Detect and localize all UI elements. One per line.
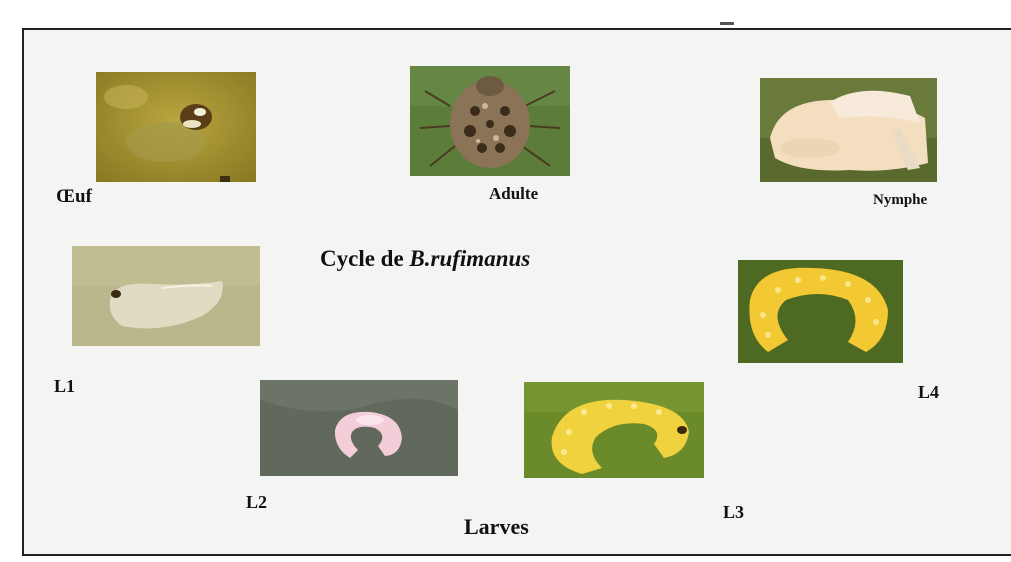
l1-photo [72, 246, 260, 346]
l3-label: L3 [723, 502, 744, 523]
egg-label: Œuf [56, 186, 92, 208]
l1-label: L1 [54, 376, 75, 397]
larvae-label: Larves [464, 514, 529, 540]
l3-photo [524, 382, 704, 478]
l4-photo [738, 260, 903, 363]
l2-label: L2 [246, 492, 267, 513]
pupa-label: Nymphe [873, 192, 927, 209]
title-species: B.rufimanus [409, 246, 530, 271]
title-prefix: Cycle de [320, 246, 409, 271]
l2-photo [260, 380, 458, 476]
adult-label: Adulte [489, 184, 538, 204]
scan-mark [720, 22, 734, 25]
l4-label: L4 [918, 382, 939, 403]
egg-photo [96, 72, 256, 182]
pupa-photo [760, 78, 937, 182]
adult-photo [410, 66, 570, 176]
diagram-title: Cycle de B.rufimanus [320, 246, 530, 272]
